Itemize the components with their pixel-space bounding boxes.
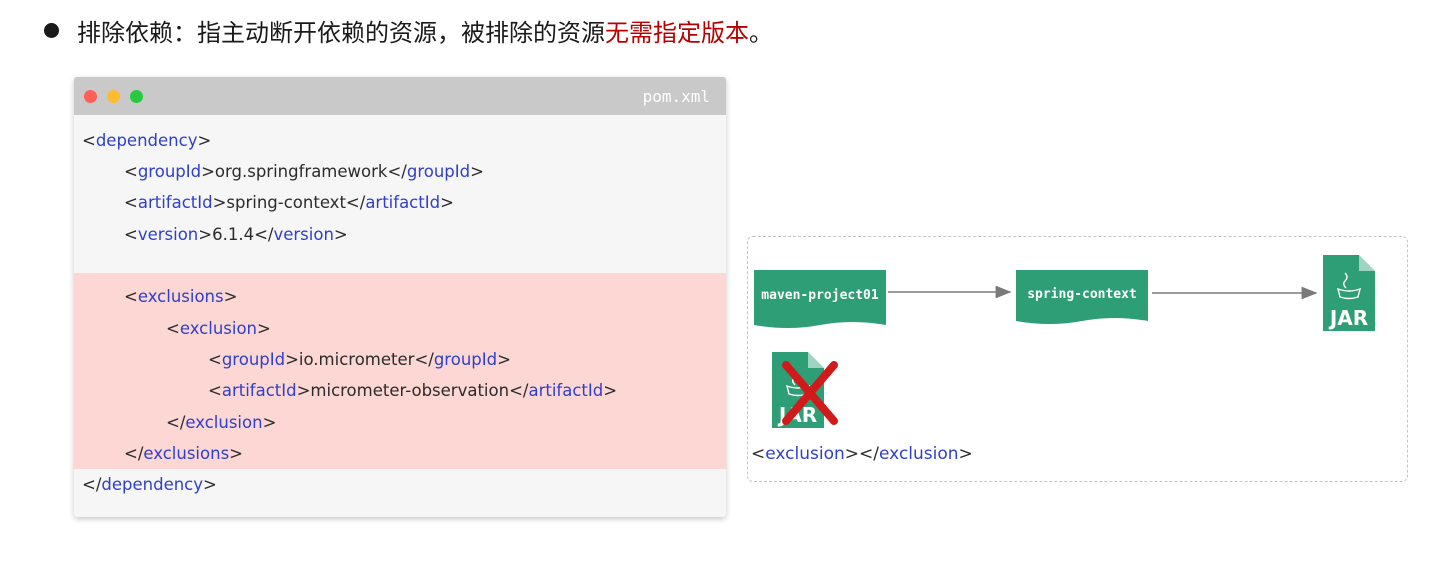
window-titlebar: pom.xml xyxy=(74,77,726,115)
headline-end: 。 xyxy=(749,18,773,47)
code-line: <groupId>io.micrometer</groupId> xyxy=(208,350,511,369)
dependency-node-label: spring-context xyxy=(1027,287,1137,302)
code-window: pom.xml <dependency> <groupId>org.spring… xyxy=(74,77,726,517)
jar-file-icon: JAR xyxy=(1323,255,1375,331)
code-line: <version>6.1.4</version> xyxy=(124,225,348,244)
code-line: <exclusion> xyxy=(166,319,271,338)
code-line: <artifactId>micrometer-observation</arti… xyxy=(208,381,618,400)
headline-text: 排除依赖：指主动断开依赖的资源，被排除的资源 xyxy=(77,18,605,47)
code-line: </exclusion> xyxy=(166,413,277,432)
maximize-dot-icon[interactable] xyxy=(130,90,143,103)
minimize-dot-icon[interactable] xyxy=(107,90,120,103)
code-line: <artifactId>spring-context</artifactId> xyxy=(124,193,454,212)
bullet-dot xyxy=(44,22,59,38)
exclusion-caption: <exclusion></exclusion> xyxy=(751,444,973,464)
close-dot-icon[interactable] xyxy=(84,90,97,103)
headline-accent: 无需指定版本 xyxy=(605,18,749,47)
project-node-label: maven-project01 xyxy=(761,288,879,303)
code-line: </dependency> xyxy=(82,475,217,494)
dependency-node: spring-context xyxy=(1016,270,1148,324)
project-node: maven-project01 xyxy=(754,270,886,328)
dependency-diagram: maven-project01 spring-context JAR xyxy=(747,236,1408,482)
exclusions-highlight xyxy=(74,273,726,469)
diagram-canvas: maven-project01 spring-context JAR xyxy=(754,255,1375,428)
code-line: <groupId>org.springframework</groupId> xyxy=(124,162,484,181)
headline: 排除依赖：指主动断开依赖的资源，被排除的资源无需指定版本。 xyxy=(44,10,773,50)
cross-icon xyxy=(782,361,838,425)
code-line: <exclusions> xyxy=(124,287,238,306)
jar-label: JAR xyxy=(1328,306,1368,330)
code-line: </exclusions> xyxy=(124,444,243,463)
code-line: <dependency> xyxy=(82,131,212,150)
window-filename: pom.xml xyxy=(642,87,710,106)
